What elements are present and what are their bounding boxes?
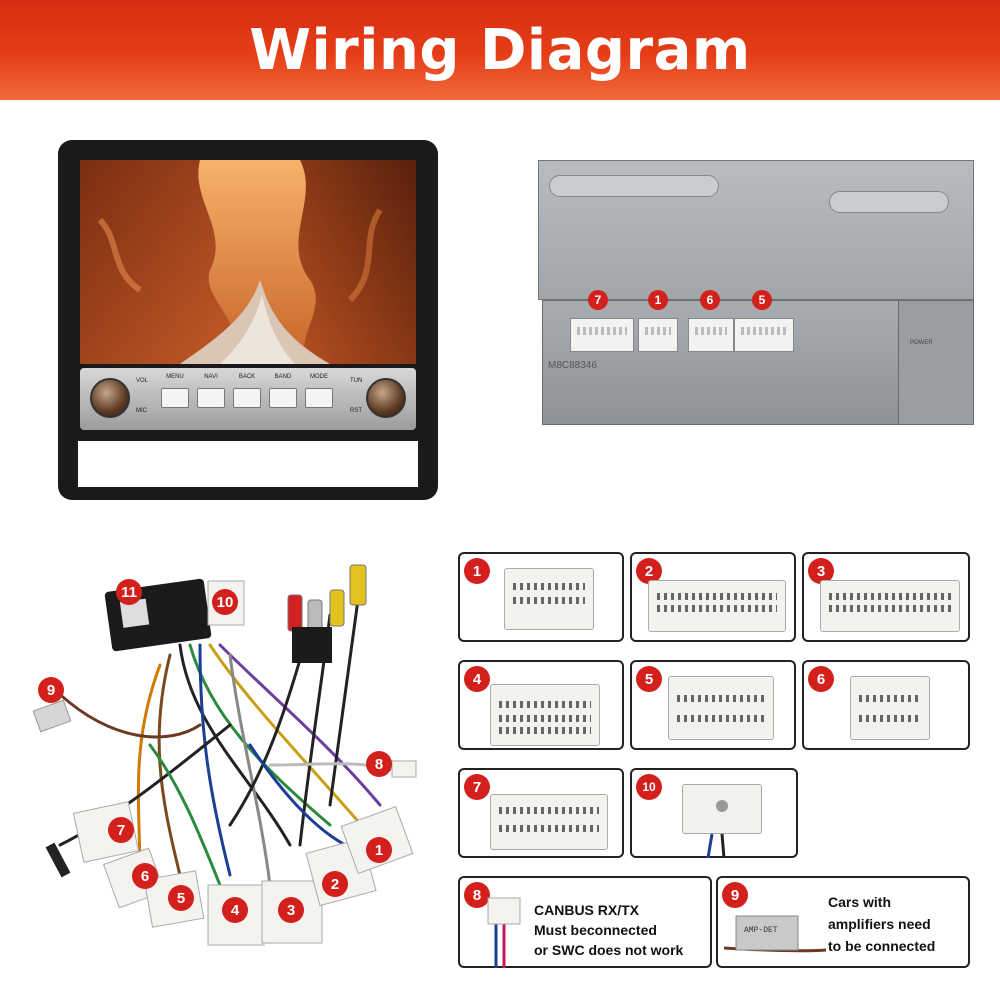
connector-card-2: 2 [630, 552, 796, 642]
connector-plug [668, 676, 774, 740]
wiring-harness-image: 11 10 9 8 7 6 5 4 3 2 1 [30, 545, 450, 965]
port-badge: 1 [648, 290, 668, 310]
connector-badge: 6 [808, 666, 834, 692]
harness-label-6: 6 [132, 863, 158, 889]
note-card-9: 9 AMP-DET Cars with amplifiers need to b… [716, 876, 970, 968]
connector-card-5: 5 [630, 660, 796, 750]
harness-label-1: 1 [366, 837, 392, 863]
menu-label: MENU [166, 374, 184, 380]
harness-label-7: 7 [108, 817, 134, 843]
harness-label-8: 8 [366, 751, 392, 777]
back-label: BACK [238, 374, 256, 380]
vol-label: VOL [136, 378, 149, 384]
menu-button[interactable] [161, 388, 189, 408]
connector-plug [648, 580, 786, 632]
canyon-wallpaper [80, 160, 416, 364]
mic-label: MIC [136, 408, 147, 414]
tun-label: TUN [350, 378, 363, 384]
connector-card-7: 7 [458, 768, 624, 858]
note-8-line1: CANBUS RX/TX [534, 902, 640, 918]
chassis-slot [549, 175, 719, 197]
harness-label-9: 9 [38, 677, 64, 703]
connector-badge: 8 [464, 882, 490, 908]
mode-label: MODE [310, 374, 328, 380]
amp-det-tag: AMP-DET [744, 926, 778, 935]
connector-card-3: 3 [802, 552, 970, 642]
port-badge: 5 [752, 290, 772, 310]
navi-button[interactable] [197, 388, 225, 408]
port-7 [570, 318, 634, 352]
rst-label: RST [350, 408, 362, 414]
connector-plug [820, 580, 960, 632]
note-card-8: 8 CANBUS RX/TX Must beconnected or SWC d… [458, 876, 712, 968]
port-badge: 7 [588, 290, 608, 310]
connector-plug [850, 676, 930, 740]
page-title: Wiring Diagram [249, 17, 751, 83]
note-9-line1: Cars with [828, 894, 892, 910]
connector-card-1: 1 [458, 552, 624, 642]
harness-label-11: 11 [116, 579, 142, 605]
port-badge: 6 [700, 290, 720, 310]
control-panel: VOL MIC MENU NAVI BACK BAND MODE TUN RST [80, 368, 416, 430]
head-unit-screen [80, 160, 416, 364]
band-button[interactable] [269, 388, 297, 408]
back-button[interactable] [233, 388, 261, 408]
harness-label-5: 5 [168, 885, 194, 911]
connector-badge: 3 [808, 558, 834, 584]
harness-label-4: 4 [222, 897, 248, 923]
port-1 [638, 318, 678, 352]
connector-badge: 9 [722, 882, 748, 908]
tune-knob[interactable] [366, 378, 406, 418]
band-label: BAND [274, 374, 292, 380]
chassis-stamp: M8C88346 [548, 360, 597, 371]
connector-card-4: 4 [458, 660, 624, 750]
chassis-side-bracket [898, 300, 974, 425]
note-9-line2: amplifiers need [828, 916, 931, 932]
harness-label-2: 2 [322, 871, 348, 897]
note-9-line3: to be connected [828, 938, 936, 954]
power-label: POWER [910, 340, 933, 346]
note-8-line3: or SWC does not work [534, 942, 684, 958]
connector-badge: 5 [636, 666, 662, 692]
climate-bezel-opening [72, 435, 424, 493]
navi-label: NAVI [204, 374, 218, 380]
connector-card-6: 6 [802, 660, 970, 750]
amp-det-wire [723, 915, 827, 953]
head-unit-image: VOL MIC MENU NAVI BACK BAND MODE TUN RST [58, 140, 438, 500]
chassis-top-cover [538, 160, 974, 300]
connector-card-10: 10 [630, 768, 798, 859]
connector-plug [490, 684, 600, 746]
harness-label-3: 3 [278, 897, 304, 923]
canbus-plug [487, 897, 521, 968]
connector-badge: 7 [464, 774, 490, 800]
chassis-slot [829, 191, 949, 213]
volume-knob[interactable] [90, 378, 130, 418]
port-5 [734, 318, 794, 352]
connector-badge: 4 [464, 666, 490, 692]
connector-badge: 2 [636, 558, 662, 584]
note-8-line2: Must beconnected [534, 922, 657, 938]
connector-badge: 10 [636, 774, 662, 800]
mode-button[interactable] [305, 388, 333, 408]
port-6 [688, 318, 734, 352]
header-banner: Wiring Diagram [0, 0, 1000, 100]
connector-badge: 1 [464, 558, 490, 584]
harness-label-10: 10 [212, 589, 238, 615]
connector-10-wires [706, 800, 728, 859]
connector-plug [490, 794, 608, 850]
unit-chassis-image: POWER 7 1 6 5 M8C88346 [538, 160, 974, 430]
connector-plug [504, 568, 594, 630]
